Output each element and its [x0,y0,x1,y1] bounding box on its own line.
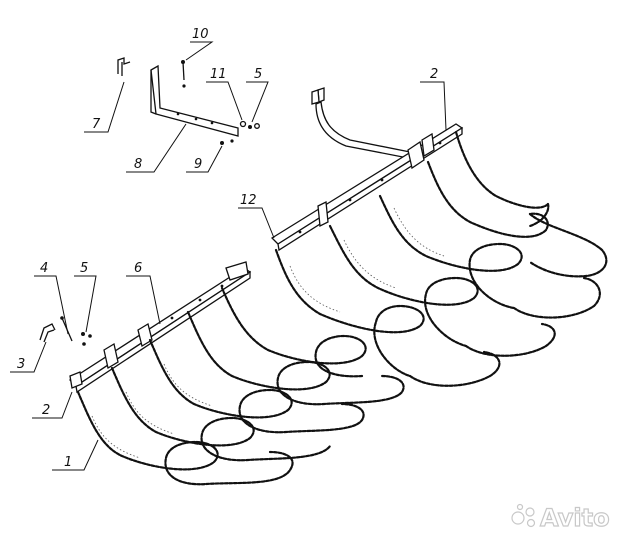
callout-5-upper: 5 [254,67,262,82]
left-chain-loops [76,286,405,486]
callout-12: 12 [240,193,257,208]
right-frame [270,87,464,252]
callout-leaders [10,41,447,471]
avito-logo-icon [511,503,536,528]
callout-6: 6 [134,261,142,276]
callout-11: 11 [210,67,227,82]
part-9-nut [220,139,234,145]
callout-8: 8 [134,157,142,172]
part-11-washer [239,120,260,129]
part-8-bracket [150,64,239,137]
right-chain-loops [274,130,608,387]
callout-3: 3 [17,357,25,372]
callout-9: 9 [194,157,202,172]
callout-1: 1 [64,455,72,470]
callout-7: 7 [92,117,101,132]
part-3-hook [39,323,56,343]
watermark: Avito [511,503,610,533]
callout-4: 4 [40,261,48,276]
part-7-hook [117,57,131,76]
part-10-bolt [181,60,186,88]
callout-5-lower: 5 [80,261,88,276]
part-5-nuts-lower [81,332,92,346]
callout-10: 10 [192,27,209,42]
part-4-bolt [60,316,73,342]
callout-2-lower: 2 [42,403,50,418]
left-frame [68,261,252,394]
watermark-text: Avito [540,504,610,532]
callout-labels: 1 2 3 4 5 6 12 2 7 8 9 10 11 5 [17,27,438,470]
callout-2-upper: 2 [430,67,438,82]
